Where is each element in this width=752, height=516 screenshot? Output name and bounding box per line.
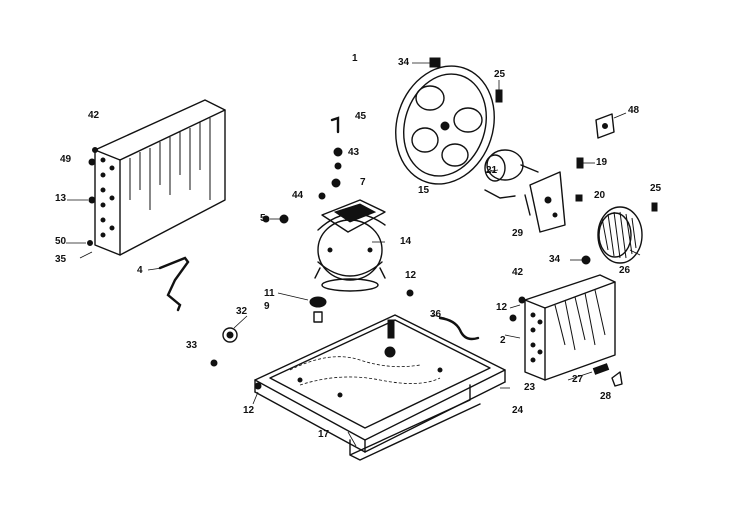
part-number-label: 42 (512, 267, 524, 278)
part-number-label: 17 (318, 429, 330, 440)
leader-lines (66, 169, 641, 447)
part-number-label: 29 (512, 228, 524, 239)
part-number-label: 32 (236, 306, 248, 317)
condenser-coil (524, 274, 616, 381)
part-number-label: 49 (60, 154, 72, 165)
part-number-label: 4 (137, 265, 143, 276)
part-number-label: 25 (494, 69, 506, 80)
part-number-label: 21 (486, 165, 498, 176)
evaporator-coil (94, 99, 226, 256)
part-number-label: 12 (496, 302, 508, 313)
part-number-label: 48 (628, 105, 640, 116)
part-number-label: 7 (360, 177, 366, 188)
screw-part (576, 157, 584, 169)
drain-tube (438, 316, 480, 341)
fitting-part (592, 363, 610, 375)
screw-part (581, 255, 591, 265)
part-number-label: 27 (572, 374, 584, 385)
grommet-part (309, 296, 327, 308)
condenser-fan-blade (395, 65, 495, 185)
part-number-label: 19 (596, 157, 608, 168)
part-number-label: 25 (650, 183, 662, 194)
part-number-label: 24 (512, 405, 524, 416)
part-number-label: 11 (264, 288, 275, 299)
grommet-part (333, 147, 343, 157)
part-number-label: 23 (524, 382, 536, 393)
part-number-label: 45 (355, 111, 367, 122)
plate-part (595, 113, 615, 139)
screw-part (575, 194, 583, 202)
screw-part (429, 57, 441, 68)
part-number-label: 2 (500, 335, 506, 346)
clip-part (279, 214, 289, 224)
compressor (314, 199, 386, 292)
sleeve-part (313, 311, 323, 323)
clip-part (495, 89, 503, 103)
motor-bracket (524, 171, 566, 233)
part-number-label: 1 (352, 53, 358, 64)
part-number-label: 35 (55, 254, 67, 265)
clip-part (651, 202, 658, 212)
part-number-label: 26 (619, 265, 631, 276)
part-number-label: 12 (243, 405, 255, 416)
part-number-label: 36 (430, 309, 442, 320)
part-number-label: 34 (549, 254, 561, 265)
nut-part (334, 162, 342, 170)
part-number-label: 14 (400, 236, 412, 247)
base-pan (254, 314, 506, 453)
screw-part (406, 289, 414, 297)
part-number-label: 42 (88, 110, 100, 121)
part-number-label: 20 (594, 190, 606, 201)
part-number-label: 13 (55, 193, 67, 204)
part-number-label: 5 (260, 213, 266, 224)
washer-part (331, 178, 341, 188)
part-number-label: 34 (398, 57, 410, 68)
blower-wheel (597, 206, 643, 264)
part-number-label: 12 (405, 270, 417, 281)
part-number-label: 50 (55, 236, 67, 247)
capacitor-part (222, 327, 238, 343)
part-number-label: 15 (418, 185, 430, 196)
base-frame (349, 384, 481, 461)
part-number-label: 33 (186, 340, 198, 351)
bracket-part (158, 256, 190, 312)
part-number-label: 44 (292, 190, 304, 201)
part-number-label: 9 (264, 301, 270, 312)
screw-part (210, 359, 218, 367)
tube-part (330, 116, 340, 134)
part-number-label: 28 (600, 391, 612, 402)
part-number-label: 43 (348, 147, 360, 158)
screw-part (318, 192, 326, 200)
clamp-part (611, 371, 623, 387)
